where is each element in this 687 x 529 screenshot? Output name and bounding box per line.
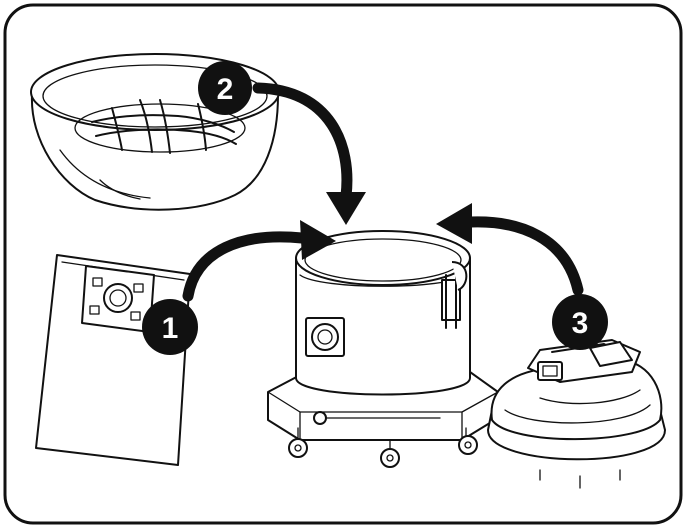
step-number-3: 3 bbox=[572, 307, 589, 340]
arrow-step-2 bbox=[252, 82, 366, 225]
step-number-1: 1 bbox=[162, 312, 179, 345]
step-badge-2: 2 bbox=[198, 61, 252, 115]
arrow-step-1 bbox=[182, 220, 336, 302]
caster-wheels bbox=[288, 411, 478, 468]
step-badge-1: 1 bbox=[142, 299, 198, 355]
inlet-port bbox=[305, 317, 345, 357]
side-latch bbox=[441, 261, 468, 329]
filter-bag bbox=[35, 254, 191, 466]
step-badge-3: 3 bbox=[552, 294, 608, 350]
vacuum-tank bbox=[267, 230, 499, 468]
motor-head bbox=[487, 339, 666, 489]
step-number-2: 2 bbox=[217, 73, 234, 106]
arrow-step-3 bbox=[436, 203, 584, 296]
